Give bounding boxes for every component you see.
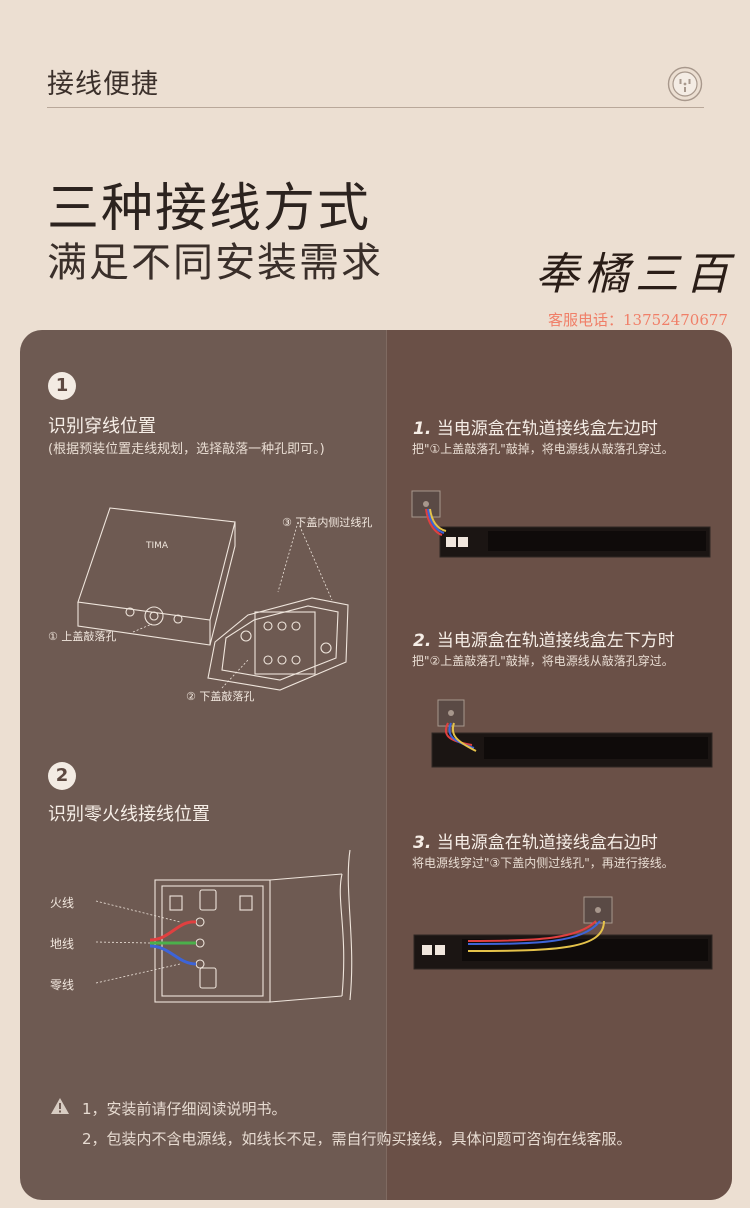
callout-bottom-hole: ② 下盖敲落孔 (186, 690, 255, 703)
option-3-text: 当电源盒在轨道接线盒右边时 (436, 833, 658, 853)
panel-divider (386, 330, 387, 1200)
hero-subtitle: 满足不同安装需求 (47, 240, 383, 286)
power-socket-icon (667, 66, 703, 102)
option-1-title: 1. 当电源盒在轨道接线盒左边时 (413, 414, 658, 439)
option-2-text: 当电源盒在轨道接线盒左下方时 (436, 631, 675, 651)
note-2: 2，包装内不含电源线，如线长不足，需自行购买接线，具体问题可咨询在线客服。 (82, 1130, 632, 1148)
watermark: 奉橘三百 客服电话：13752470677 (535, 238, 735, 333)
step-2-badge: 2 (48, 762, 76, 790)
option-1-desc: 把"①上盖敲落孔"敲掉，将电源线从敲落孔穿过。 (412, 442, 674, 456)
junction-box-illustration: TIMA (77, 507, 349, 691)
header-divider (47, 107, 704, 108)
step-1-title: 识别穿线位置 (48, 416, 156, 437)
wiring-terminal-illustration (95, 849, 353, 1003)
option-1-text: 当电源盒在轨道接线盒左边时 (436, 419, 658, 439)
callout-top-hole: ① 上盖敲落孔 (48, 630, 117, 643)
option-3-number: 3. (413, 833, 432, 853)
track-option-3-illustration (413, 896, 713, 970)
option-2-desc: 把"②上盖敲落孔"敲掉，将电源线从敲落孔穿过。 (412, 654, 674, 668)
note-1: 1，安装前请仔细阅读说明书。 (82, 1100, 287, 1118)
box-brand-text: TIMA (145, 541, 169, 551)
watermark-phone: 客服电话：13752470677 (548, 311, 728, 329)
wire-live-label: 火线 (50, 896, 75, 910)
instruction-panel: 1 识别穿线位置 (根据预装位置走线规划，选择敲落一种孔即可。) TIMA ① … (20, 330, 732, 1200)
option-3-desc: 将电源线穿过"③下盖内侧过线孔"，再进行接线。 (412, 856, 674, 870)
wire-ground-label: 地线 (50, 937, 75, 951)
watermark-brand: 奉橘三百 (535, 249, 735, 300)
track-option-2-illustration (431, 699, 713, 768)
step-2-title: 识别零火线接线位置 (48, 804, 210, 825)
hero-title: 三种接线方式 (47, 179, 372, 239)
wire-neutral-label: 零线 (50, 978, 75, 992)
header-title: 接线便捷 (47, 69, 159, 100)
step-1-badge: 1 (48, 372, 76, 400)
option-3-title: 3. 当电源盒在轨道接线盒右边时 (413, 828, 658, 853)
step-1-desc: (根据预装位置走线规划，选择敲落一种孔即可。) (48, 442, 325, 457)
option-2-number: 2. (413, 631, 432, 651)
callout-side-hole: ③ 下盖内侧过线孔 (282, 516, 373, 529)
option-1-number: 1. (413, 419, 432, 439)
warning-icon (51, 1098, 69, 1114)
option-2-title: 2. 当电源盒在轨道接线盒左下方时 (413, 626, 675, 651)
track-option-1-illustration (411, 490, 711, 558)
